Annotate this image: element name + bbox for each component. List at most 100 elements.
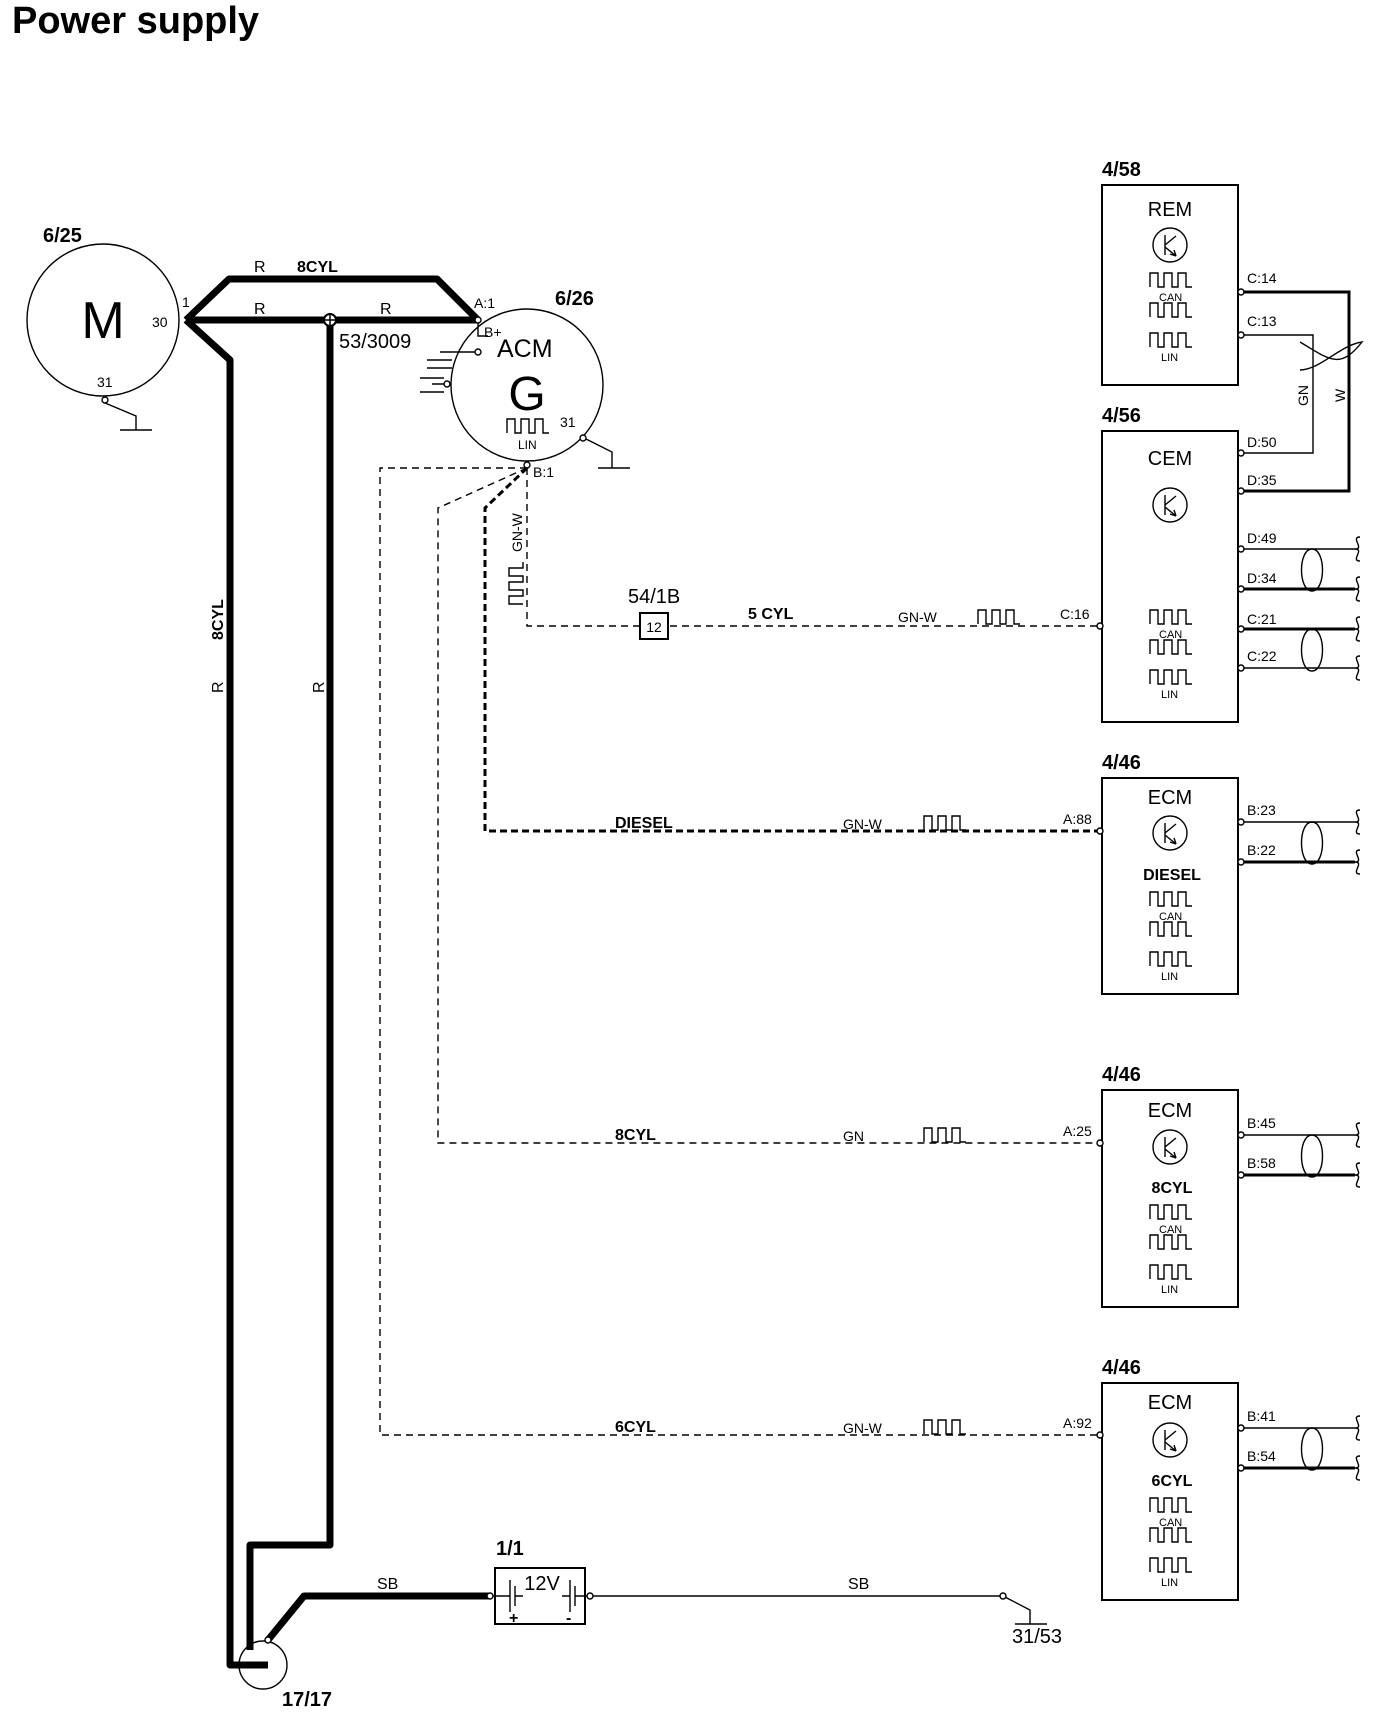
ground-point-ref: 31/53 [1012,1626,1062,1648]
ecm-6cyl-pin-a92: A:92 [1063,1415,1092,1431]
ecm-8cyl-pin-b45: B:45 [1247,1115,1276,1131]
ecm-8cyl-pin-a25: A:25 [1063,1123,1092,1139]
ecm-diesel-pin-b22: B:22 [1247,842,1276,858]
starter-ref: 6/25 [43,225,82,247]
ecm-diesel-lin: LIN [1161,971,1178,983]
power-wires [183,275,1047,1669]
cem-pin-d34: D:34 [1247,570,1277,586]
ecm-6cyl-can: CAN [1159,1517,1182,1529]
cem-pin-c16: C:16 [1060,606,1090,622]
rem-ref: 4/58 [1102,159,1141,181]
starter-symbol: M [81,292,124,350]
alternator-pin-bplus: B+ [484,324,502,340]
ecm-diesel-ref: 4/46 [1102,752,1141,774]
alternator-pin-a1: A:1 [474,295,495,311]
ecm-6cyl-pin-b54: B:54 [1247,1448,1276,1464]
module-ecm-diesel: 4/46 ECM DIESEL CAN LIN B:23 B:22 A:88 [1063,752,1361,995]
starter-pin-30: 30 [152,314,168,330]
cem-ref: 4/56 [1102,405,1141,427]
variant-8cyl: 8CYL [615,1127,656,1144]
ecm-8cyl-variant: 8CYL [1152,1180,1193,1197]
ecm-6cyl-lin: LIN [1161,1577,1178,1589]
ecm-diesel-pin-a88: A:88 [1063,811,1092,827]
wire-label-w-rem: W [1332,388,1348,402]
cem-can: CAN [1159,629,1182,641]
wire-label-gn-8cyl: GN [843,1128,864,1144]
rem-cem-wires: GN W [1244,290,1364,493]
ecm-diesel-name: ECM [1148,787,1192,809]
lin-wires [379,466,1098,1436]
module-ecm-8cyl: 4/46 ECM 8CYL CAN LIN B:45 B:58 A:25 [1063,1064,1361,1308]
rem-lin: LIN [1161,352,1178,364]
cem-name: CEM [1148,448,1192,470]
wire-label-gn-rem: GN [1295,385,1311,406]
wire-label-gn-w-6cyl: GN-W [843,1420,883,1436]
battery-plus: + [509,1610,518,1627]
starter-pin-31: 31 [97,374,113,390]
ecm-6cyl-name: ECM [1148,1392,1192,1414]
connector-ref: 54/1B [628,586,680,608]
cem-pin-d35: D:35 [1247,472,1277,488]
cem-pin-d50: D:50 [1247,434,1277,450]
ecm-6cyl-ref: 4/46 [1102,1357,1141,1379]
wire-label-r-top: R [254,259,266,276]
ecm-diesel-variant: DIESEL [1143,867,1201,884]
ground-stud-ref: 17/17 [282,1689,332,1711]
wire-label-8cyl-vertical: 8CYL [210,599,227,640]
ecm-diesel-can: CAN [1159,911,1182,923]
ecm-6cyl-pin-b41: B:41 [1247,1408,1276,1424]
cem-lin: LIN [1161,689,1178,701]
ecm-8cyl-can: CAN [1159,1224,1182,1236]
ecm-8cyl-lin: LIN [1161,1284,1178,1296]
wire-label-gn-w-diesel: GN-W [843,816,883,832]
wire-label-r-vertical1: R [210,681,227,693]
battery-minus: - [566,1610,571,1627]
wire-label-r-vertical2: R [311,681,328,693]
alternator-pin-31: 31 [560,414,576,430]
variant-6cyl: 6CYL [615,1419,656,1436]
wire-label-8cyl-top: 8CYL [297,259,338,276]
battery-ref: 1/1 [496,1538,524,1560]
wire-label-gn-w-vertical: GN-W [509,512,525,552]
wire-label-r-mid1: R [254,301,266,318]
battery: 1/1 12V + - [486,1538,594,1627]
alternator-name: ACM [497,335,553,363]
splice-ref: 53/3009 [339,331,411,353]
connector-pin: 12 [646,619,662,635]
wire-label-sb-left: SB [377,1576,398,1593]
rem-name: REM [1148,199,1192,221]
ecm-8cyl-ref: 4/46 [1102,1064,1141,1086]
module-cem: 4/56 CEM CAN LIN D:50 D:35 D:49 D:34 C:2… [1060,405,1277,723]
connector-54-1b: 54/1B 12 [628,586,680,640]
alternator-pin-b1: B:1 [533,464,554,480]
rem-pin-c13: C:13 [1247,313,1277,329]
variant-diesel: DIESEL [615,815,673,832]
wire-label-gn-w-5cyl: GN-W [898,609,938,625]
cem-can-wires [1244,536,1361,681]
cem-pin-c21: C:21 [1247,611,1277,627]
wire-label-sb-right: SB [848,1576,869,1593]
cem-pin-d49: D:49 [1247,530,1277,546]
starter-motor: 6/25 M 30 1 31 [26,225,190,431]
cem-pin-c22: C:22 [1247,648,1277,664]
ecm-diesel-pin-b23: B:23 [1247,802,1276,818]
ecm-8cyl-pin-b58: B:58 [1247,1155,1276,1171]
variant-5cyl: 5 CYL [748,606,794,623]
ecm-8cyl-name: ECM [1148,1100,1192,1122]
page-title: Power supply [12,0,260,42]
battery-voltage: 12V [524,1573,560,1595]
starter-circle [26,243,180,397]
alternator: 6/26 ACM G LIN A:1 B+ 31 B:1 [420,288,630,480]
ecm-6cyl-variant: 6CYL [1152,1473,1193,1490]
rem-can: CAN [1159,292,1182,304]
wire-label-r-mid2: R [380,301,392,318]
rem-pin-c14: C:14 [1247,270,1277,286]
alternator-bus: LIN [518,438,537,452]
alternator-ref: 6/26 [555,288,594,310]
starter-pin-1: 1 [182,294,190,310]
ground-stud: 17/17 [238,1636,332,1711]
module-ecm-6cyl: 4/46 ECM 6CYL CAN LIN B:41 B:54 A:92 [1063,1357,1361,1601]
module-rem: 4/58 REM CAN LIN C:14 C:13 [1101,159,1277,386]
alternator-symbol: G [508,368,545,421]
